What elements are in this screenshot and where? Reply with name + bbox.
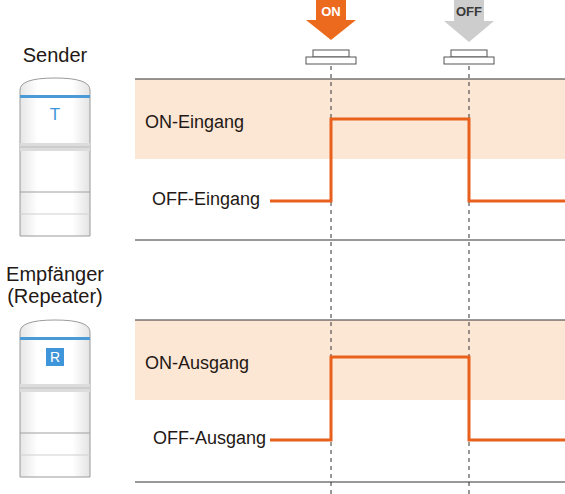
button-base <box>306 57 356 64</box>
axis-line <box>135 240 565 241</box>
arrow-outline <box>306 0 356 40</box>
push-button <box>444 50 494 64</box>
seam-line <box>20 214 90 215</box>
seam-line <box>20 192 90 193</box>
device-letter: T <box>45 105 65 124</box>
button-cap <box>451 50 487 57</box>
seam-line <box>20 455 90 456</box>
state-band: ON-Eingang <box>135 79 565 159</box>
off-arrow: OFF <box>444 0 494 42</box>
device-label: Sender <box>0 44 110 66</box>
state-name: ON-Ausgang <box>135 320 565 400</box>
on-arrow: ON <box>306 0 356 40</box>
receiver-badge: R <box>46 348 64 366</box>
signal-name: OFF-Ausgang <box>120 428 266 448</box>
sender-device <box>20 78 90 236</box>
push-button <box>306 50 356 64</box>
state-band: ON-Ausgang <box>135 320 565 400</box>
device-label: Empfänger (Repeater) <box>0 263 110 307</box>
button-cap <box>313 50 349 57</box>
seam-line <box>20 388 90 389</box>
state-name: ON-Eingang <box>135 79 565 159</box>
device-body <box>20 78 90 236</box>
blue-stripe <box>20 337 90 340</box>
seam-line <box>20 433 90 434</box>
button-base <box>444 57 494 64</box>
device-body <box>20 320 90 477</box>
ribbed-band <box>20 384 90 392</box>
receiver-device <box>20 320 90 477</box>
button-action: ON <box>306 0 356 20</box>
axis-line <box>135 482 565 483</box>
signal-name: OFF-Eingang <box>120 189 260 209</box>
seam-line <box>20 147 90 148</box>
blue-stripe <box>20 95 90 98</box>
device-letter: R <box>46 348 64 366</box>
ribbed-band <box>20 143 90 151</box>
arrow-outline <box>444 0 494 42</box>
button-action: OFF <box>444 0 494 21</box>
